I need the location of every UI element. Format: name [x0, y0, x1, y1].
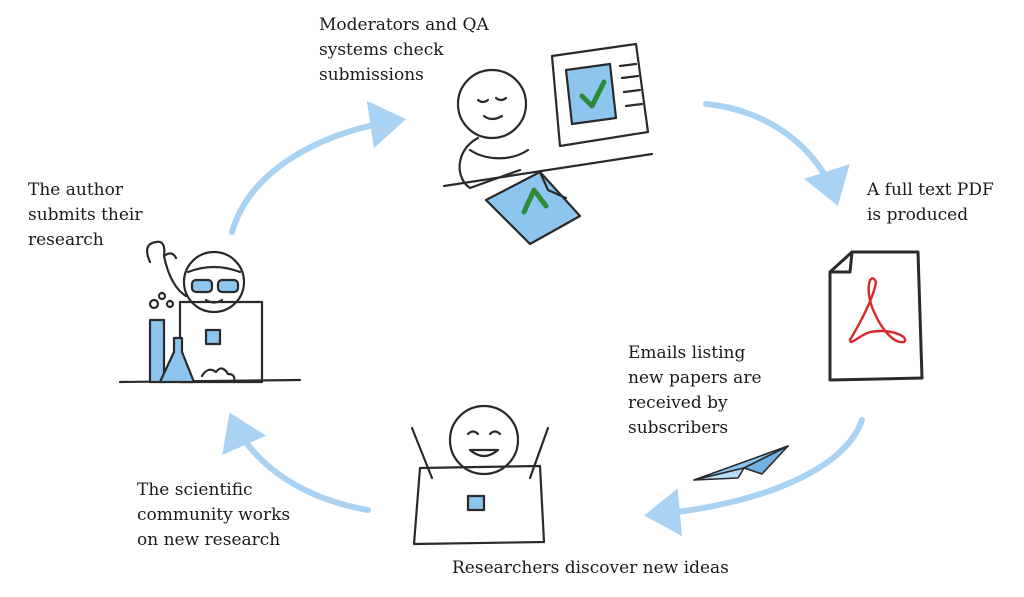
happy-researcher-laptop-icon	[410, 404, 550, 546]
step-moderators-label: Moderators and QA systems check submissi…	[319, 13, 489, 88]
emails-line-3: received by	[628, 393, 728, 413]
scientist-at-laptop-icon	[118, 240, 302, 384]
moderators-line-1: Moderators and QA	[319, 15, 489, 35]
step-researchers-label: Researchers discover new ideas	[452, 556, 729, 581]
step-emails-label: Emails listing new papers are received b…	[628, 341, 762, 441]
author-line-1: The author	[28, 180, 123, 200]
emails-line-1: Emails listing	[628, 343, 746, 363]
step-pdf-label: A full text PDF is produced	[867, 178, 994, 228]
arrow-moderators-to-pdf	[703, 101, 850, 206]
moderator-at-computer-icon	[442, 42, 654, 246]
pdf-line-2: is produced	[867, 205, 969, 225]
community-line-3: on new research	[137, 530, 281, 550]
community-line-1: The scientific	[137, 480, 253, 500]
arrow-author-to-moderators	[229, 100, 406, 235]
emails-line-4: subscribers	[628, 418, 729, 438]
pdf-line-1: A full text PDF	[867, 180, 994, 200]
step-author-label: The author submits their research	[28, 178, 142, 253]
researchers-line-1: Researchers discover new ideas	[452, 558, 729, 578]
moderators-line-3: submissions	[319, 65, 424, 85]
step-community-label: The scientific community works on new re…	[137, 478, 290, 553]
author-line-3: research	[28, 230, 104, 250]
emails-line-2: new papers are	[628, 368, 762, 388]
author-line-2: submits their	[28, 205, 143, 225]
pdf-document-icon	[828, 250, 924, 382]
arrow-community-to-author	[222, 412, 371, 513]
arrow-emails-to-researchers	[644, 417, 865, 537]
community-line-2: community works	[137, 505, 291, 525]
paper-airplane-icon	[693, 445, 789, 481]
moderators-line-2: systems check	[319, 40, 444, 60]
